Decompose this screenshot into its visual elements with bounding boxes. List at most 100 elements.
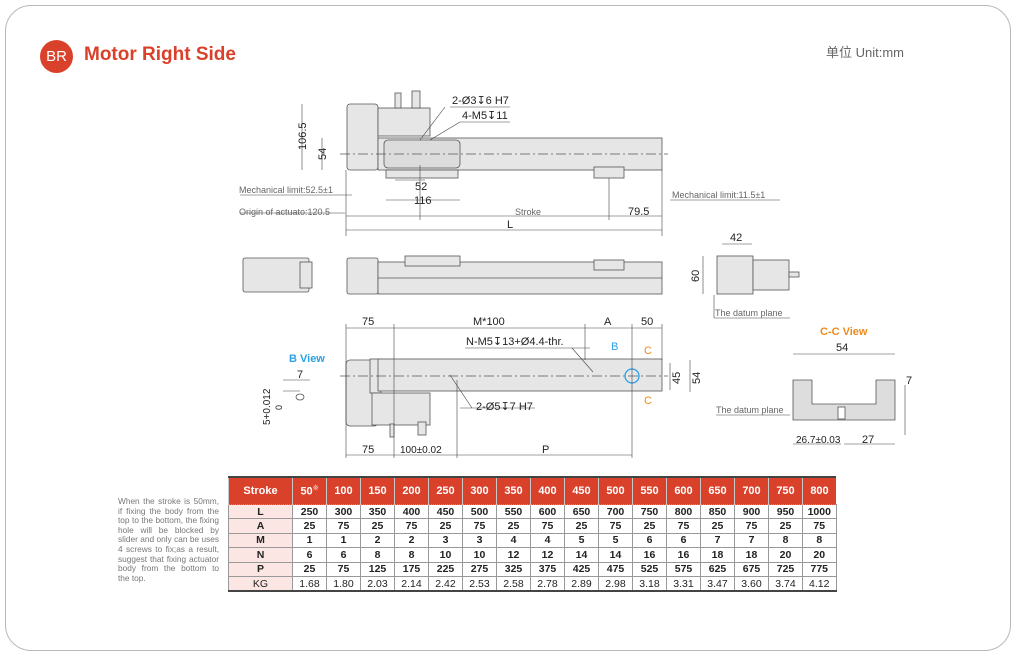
bottom-view (340, 358, 668, 438)
mech-limit-left: Mechanical limit:52.5±1 (239, 185, 333, 195)
dim-75-bottom: 75 (362, 444, 374, 456)
table-cell: 625 (700, 561, 735, 577)
table-cell: 25 (564, 518, 599, 534)
stroke-col-header: 400 (530, 477, 565, 505)
table-cell: 14 (564, 547, 599, 563)
stroke-value: 550 (640, 485, 659, 497)
table-cell: 25 (496, 518, 531, 534)
table-cell: 20 (768, 547, 803, 563)
table-cell: 4 (496, 532, 531, 549)
stroke-col-header: 500 (598, 477, 633, 505)
stroke-value: 200 (402, 485, 421, 497)
table-cell: 1.68 (292, 575, 327, 592)
table-cell: 75 (394, 518, 429, 534)
table-cell: 900 (734, 503, 769, 520)
unit-label: 单位 Unit:mm (826, 45, 905, 60)
table-cell: 3 (428, 532, 463, 549)
stroke-value: 650 (708, 485, 727, 497)
table-cell: 75 (598, 518, 633, 534)
table-cell: 725 (768, 561, 803, 577)
table-cell: 775 (802, 561, 837, 577)
dim-m-pitch: M*100 (473, 316, 505, 328)
stroke-value: 750 (776, 485, 795, 497)
table-cell: 525 (632, 561, 667, 577)
table-cell: 3.60 (734, 575, 769, 592)
stroke-col-header: 350 (496, 477, 531, 505)
page-title: Motor Right Side (84, 44, 236, 65)
table-cell: 225 (428, 561, 463, 577)
table-cell: 700 (598, 503, 633, 520)
stroke-col-header: 650 (700, 477, 735, 505)
table-cell: 575 (666, 561, 701, 577)
table-cell: 75 (530, 518, 565, 534)
dim-45: 45 (671, 372, 683, 384)
table-cell: 2.78 (530, 575, 565, 592)
table-cell: 7 (734, 532, 769, 549)
dim-75-top: 75 (362, 316, 374, 328)
dim-60: 60 (690, 270, 702, 282)
stroke-col-header: 700 (734, 477, 769, 505)
b-view-tolerance: 5+0.012 (262, 388, 273, 425)
stroke-value: 800 (810, 485, 829, 497)
table-cell: 75 (666, 518, 701, 534)
cc-dim-26-7: 26.7±0.03 (796, 435, 841, 446)
stroke-value: 450 (572, 485, 591, 497)
dim-116: 116 (414, 195, 432, 207)
stroke-col-header: 50※ (292, 477, 327, 505)
hole-note-1: 2-Ø3↧6 H7 (452, 95, 509, 107)
table-cell: 2.53 (462, 575, 497, 592)
table-cell: 4.12 (802, 575, 837, 592)
dim-p: P (542, 444, 549, 456)
c-marker-top: C (644, 345, 652, 357)
table-cell: 300 (326, 503, 361, 520)
dim-a: A (604, 316, 612, 328)
stroke-col-header: 250 (428, 477, 463, 505)
b-marker: B (611, 341, 618, 353)
stroke-value: 500 (606, 485, 625, 497)
table-cell: 3.18 (632, 575, 667, 592)
table-cell: 550 (496, 503, 531, 520)
stroke-value: 100 (334, 485, 353, 497)
table-cell: 8 (768, 532, 803, 549)
dim-42: 42 (730, 232, 742, 244)
table-cell: 500 (462, 503, 497, 520)
cc-dim-27: 27 (862, 434, 874, 446)
table-cell: 75 (802, 518, 837, 534)
dim-50: 50 (641, 316, 653, 328)
table-cell: 16 (632, 547, 667, 563)
table-cell: 750 (632, 503, 667, 520)
table-cell: 675 (734, 561, 769, 577)
table-cell: 1 (292, 532, 327, 549)
stroke-col-header: 100 (326, 477, 361, 505)
dim-height-body: 54 (317, 148, 329, 160)
stroke-col-header: 450 (564, 477, 599, 505)
hole-note-2: 4-M5↧11 (462, 110, 508, 122)
stroke-value: 250 (436, 485, 455, 497)
table-cell: 75 (462, 518, 497, 534)
table-cell: 350 (360, 503, 395, 520)
stroke-col-header: 200 (394, 477, 429, 505)
table-cell: 25 (768, 518, 803, 534)
table-cell: 10 (462, 547, 497, 563)
stroke-value: 50 (300, 485, 313, 498)
row-label: A (228, 518, 293, 534)
table-cell: 325 (496, 561, 531, 577)
table-cell: 125 (360, 561, 395, 577)
table-cell: 650 (564, 503, 599, 520)
table-cell: 25 (632, 518, 667, 534)
datum-label-end: The datum plane (715, 308, 783, 318)
table-cell: 2 (360, 532, 395, 549)
dim-l: L (507, 219, 513, 231)
mech-limit-right: Mechanical limit:11.5±1 (672, 190, 765, 200)
dim-100: 100±0.02 (400, 445, 442, 456)
table-cell: 18 (700, 547, 735, 563)
b-view-width: 7 (297, 369, 303, 381)
table-cell: 8 (360, 547, 395, 563)
cc-view-title: C-C View (820, 326, 868, 338)
cc-dim-54: 54 (836, 342, 848, 354)
